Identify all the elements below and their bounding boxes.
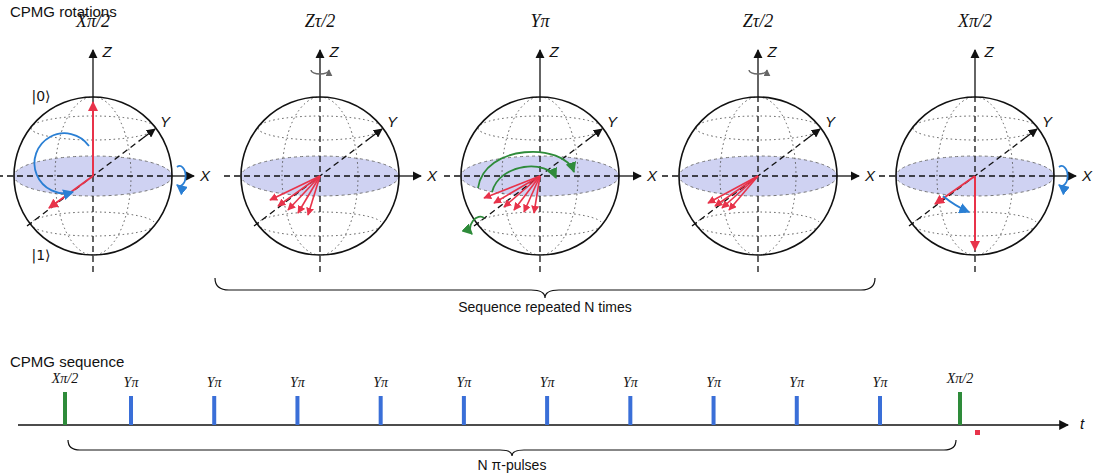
pulse-label: Yπ <box>789 375 804 390</box>
state-label: |1⟩ <box>31 248 50 263</box>
pulse-label: Yπ <box>207 375 222 390</box>
pulse-label: Yπ <box>290 375 305 390</box>
section-heading: CPMG sequence <box>10 354 124 371</box>
axis-label: X <box>647 168 657 185</box>
axis-label: X <box>200 168 210 185</box>
pulse-label: Yπ <box>873 375 888 390</box>
axis-label: Z <box>329 44 338 61</box>
pulse-label: Yπ <box>373 375 388 390</box>
pulse-label: Xπ/2 <box>947 371 973 386</box>
bracket-label: N π-pulses <box>478 458 547 473</box>
bracket-label: Sequence repeated N times <box>458 300 632 315</box>
rotation-label: Xπ/2 <box>958 12 992 32</box>
pulse-label: Yπ <box>124 375 139 390</box>
rotation-label: Yπ <box>530 12 549 32</box>
axis-label: X <box>1082 168 1092 185</box>
axis-label: Z <box>549 44 558 61</box>
rotation-label: Xπ/2 <box>76 12 110 32</box>
axis-label: Z <box>102 44 111 61</box>
axis-label: X <box>427 168 437 185</box>
axis-label: Z <box>984 44 993 61</box>
axis-label: Y <box>160 114 170 131</box>
axis-label: Y <box>1042 114 1052 131</box>
pulse-label: Yπ <box>706 375 721 390</box>
pulse-label: Xπ/2 <box>52 371 78 386</box>
axis-label: Z <box>767 44 776 61</box>
axis-label: Y <box>387 114 397 131</box>
state-label: |0⟩ <box>31 89 50 104</box>
pulse-label: Yπ <box>623 375 638 390</box>
axis-label: Y <box>607 114 617 131</box>
pulse-label: Yπ <box>540 375 555 390</box>
axis-label: X <box>865 168 875 185</box>
pulse-label: Yπ <box>456 375 471 390</box>
axis-label: Y <box>825 114 835 131</box>
rotation-label: Zτ/2 <box>305 12 335 32</box>
rotation-label: Zτ/2 <box>743 12 773 32</box>
time-axis-label: t <box>1080 416 1084 433</box>
